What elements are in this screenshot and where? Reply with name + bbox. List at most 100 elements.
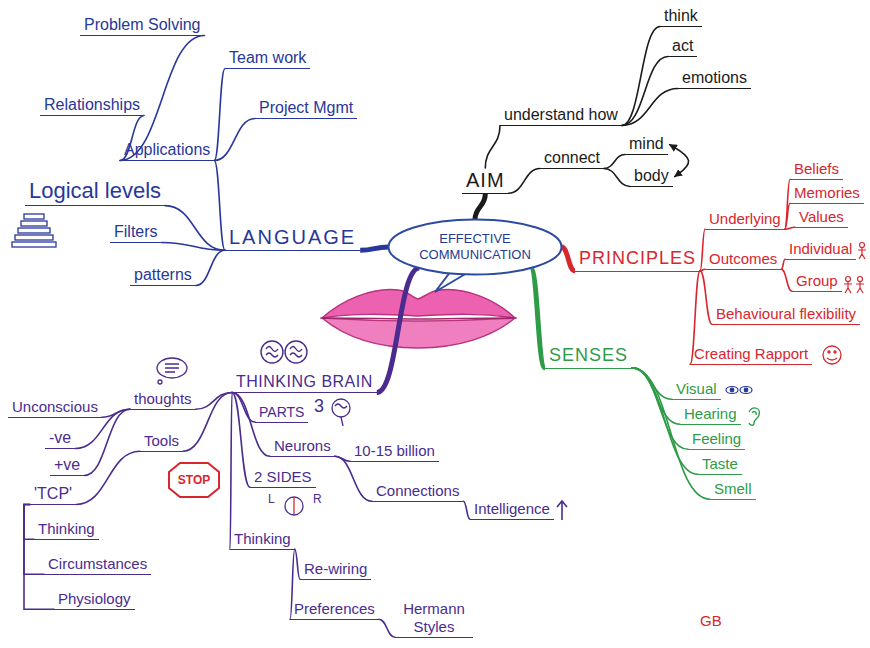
node-text: Thinking [234,530,291,548]
branch-word: Physiology [54,590,135,610]
node-text: patterns [134,265,192,284]
branch-word: Smell [710,480,756,500]
branch-line [214,68,225,160]
central-bubble: EFFECTIVE COMMUNICATION [387,218,563,276]
branch-word: Project Mgmt [255,98,357,119]
branch-word: Values [795,208,848,228]
branch-word: Re-wiring [300,560,371,580]
smiley-face [823,346,841,364]
person-icon [858,243,866,260]
node-text: Individual [789,240,852,258]
smiley-eye [828,351,830,353]
node-text: THINKING BRAIN [236,372,373,391]
branch-line [531,268,545,368]
node-text: Hermann Styles [399,600,469,636]
branch-word: PARTS [255,404,308,423]
node-text: Connections [376,482,459,500]
branch-line [75,409,130,448]
brain-outline [285,497,303,515]
person-body [856,282,864,294]
node-text: Behavioural flexibility [716,305,856,323]
branch-word: Circumstances [44,555,151,575]
brain-icon [261,341,307,363]
main-branch-word: THINKING BRAIN [232,372,377,393]
branch-word: Beliefs [790,160,843,180]
node-text: Beliefs [794,160,839,178]
branch-line [162,242,225,250]
node-text: Unconscious [12,398,98,416]
node-text: AIM [466,168,505,192]
branch-word: Hermann Styles [395,600,473,638]
level-bar [24,214,44,219]
branch-word: Logical levels [25,178,165,206]
branch-word: Visual [672,380,721,400]
node-text: Project Mgmt [259,98,353,117]
person-head [858,277,863,282]
node-text: Preferences [294,600,375,618]
eyes-icon [726,387,752,394]
ear-icon [749,408,759,425]
branch-line [290,549,295,619]
node-text: emotions [682,68,747,87]
node-text: Circumstances [48,555,147,573]
smiley-eye [834,351,836,353]
branch-word: Group [792,272,842,292]
branch-line [562,247,576,271]
ear-outline [749,408,759,425]
branch-line [785,203,790,229]
branch-word: 'TCP' [30,484,76,505]
branch-word: -ve [45,428,75,449]
thought-cloud [157,358,187,378]
eye [740,387,752,394]
node-text: Outcomes [709,250,777,268]
branch-line [622,26,660,125]
branch-line [76,451,140,504]
node-text: Problem Solving [84,15,201,34]
branch-line [604,168,630,186]
brain-fold [266,347,302,358]
lips [322,290,515,348]
branch-word: mind [625,134,668,155]
branch-line [785,227,795,229]
branch-word: Thinking [230,530,295,550]
thought-dot [158,380,162,384]
node-text: Re-wiring [304,560,367,578]
node-text: Smell [714,480,752,498]
node-text: Taste [702,455,738,473]
branch-line [24,504,34,539]
node-text: Relationships [44,95,140,114]
main-branch-word: SENSES [545,345,632,369]
branch-word: Underlying [705,210,785,230]
node-text: Thinking [38,520,95,538]
branch-word: Applications [120,140,214,161]
branch-word: thoughts [130,390,196,410]
node-text: Hearing [684,405,737,423]
lower-lip [322,318,515,348]
node-text: Visual [676,380,717,398]
thought-bubble-icon [157,358,187,384]
node-text: PARTS [259,404,304,421]
node-text: -ve [49,428,71,447]
label-text: 3 [314,396,324,418]
branch-word: body [630,166,673,187]
branch-line [622,88,678,125]
branch-word: Individual [785,240,856,260]
label-text: L [268,492,275,506]
branch-line [781,269,792,291]
bubble-ellipse [389,220,562,275]
node-text: think [664,6,698,25]
branch-line [485,125,500,168]
label-text: GB [700,612,722,630]
branch-line [84,409,130,475]
node-text: Group [796,272,838,290]
branch-line [463,501,470,519]
up-arrow [557,501,567,520]
node-text: thoughts [134,390,192,408]
branch-line [377,268,420,392]
person-head [860,243,865,248]
node-text: Creating Rapport [694,345,808,363]
branch-line [604,154,625,168]
branch-word: Creating Rapport [690,345,812,365]
branch-line [379,619,395,637]
node-text: PRINCIPLES [579,248,696,270]
